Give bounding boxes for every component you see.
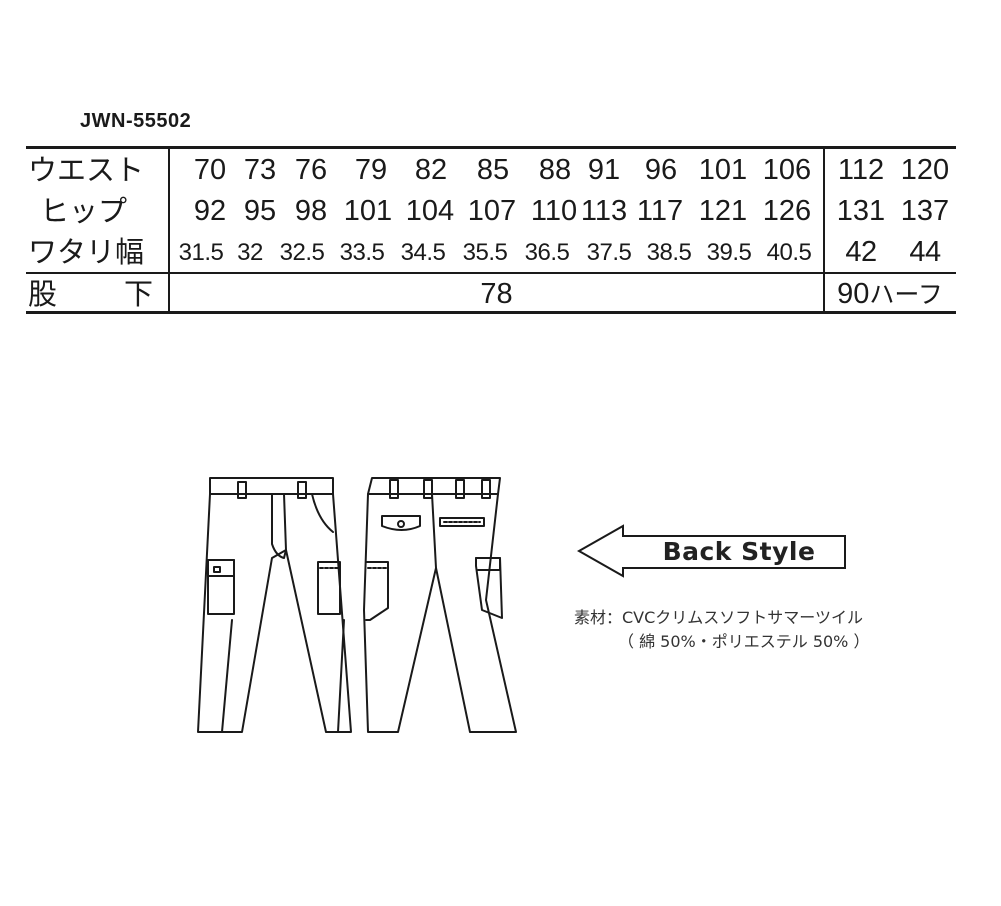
material-composition: （ 綿 50%・ポリエステル 50% ） xyxy=(618,632,870,651)
table-cell: 101 xyxy=(343,195,393,227)
table-cell: 79 xyxy=(354,154,388,186)
model-code: JWN-55502 xyxy=(80,110,192,132)
table-cell: 106 xyxy=(762,154,812,186)
inseam-extended-note: ハーフ xyxy=(869,280,943,309)
table-cell: 101 xyxy=(698,154,748,186)
table-cell: 92 xyxy=(193,195,227,227)
pants-front-icon xyxy=(197,477,352,733)
row-label-inseam-left: 股 xyxy=(28,277,58,311)
table-cell: 82 xyxy=(414,154,448,186)
row-label-hip: ヒップ xyxy=(40,194,128,228)
table-cell: 121 xyxy=(698,195,748,227)
table-cell: 112 xyxy=(837,154,885,186)
table-cell: 96 xyxy=(644,154,678,186)
table-row-hip: ヒップ 92 95 98 101 104 107 110 113 117 121… xyxy=(26,190,956,231)
row-label-inseam-right: 下 xyxy=(124,277,154,311)
row-label-inseam: 股 下 xyxy=(28,273,154,314)
pants-back-icon xyxy=(363,477,517,733)
material-line: 素材：CVCクリムスソフトサマーツイル xyxy=(574,608,863,627)
inseam-extended: 90ハーフ xyxy=(824,273,956,314)
table-extended-divider xyxy=(823,148,825,312)
table-cell: 31.5 xyxy=(178,239,224,266)
table-cell: 35.5 xyxy=(462,239,508,266)
table-cell: 33.5 xyxy=(339,239,385,266)
table-top-rule xyxy=(26,146,956,149)
row-label-waist: ウエスト xyxy=(28,153,145,187)
table-row-inseam: 股 下 78 90ハーフ xyxy=(26,273,956,314)
table-cell: 107 xyxy=(467,195,517,227)
table-cell: 85 xyxy=(476,154,510,186)
table-cell: 44 xyxy=(909,236,941,268)
pants-illustration xyxy=(197,477,517,733)
table-cell: 37.5 xyxy=(586,239,632,266)
table-cell: 117 xyxy=(636,195,684,227)
inseam-value: 78 xyxy=(480,278,513,310)
table-bottom-rule xyxy=(26,311,956,314)
table-cell: 110 xyxy=(530,195,578,227)
table-row-thigh-width: ワタリ幅 31.5 32 32.5 33.5 34.5 35.5 36.5 37… xyxy=(26,231,956,272)
table-label-divider xyxy=(168,148,170,312)
table-cell: 104 xyxy=(405,195,455,227)
table-cell: 40.5 xyxy=(766,239,812,266)
table-cell: 34.5 xyxy=(400,239,446,266)
table-cell: 91 xyxy=(587,154,621,186)
table-cell: 113 xyxy=(580,195,628,227)
inseam-extended-value: 90 xyxy=(837,278,870,310)
table-row-waist: ウエスト 70 73 76 79 82 85 88 91 96 101 106 … xyxy=(26,149,956,190)
row-label-thigh-width: ワタリ幅 xyxy=(28,235,145,269)
table-cell: 126 xyxy=(762,195,812,227)
arrow-left-icon xyxy=(576,524,846,578)
table-cell: 73 xyxy=(243,154,277,186)
table-row-divider xyxy=(26,272,956,274)
table-cell: 137 xyxy=(900,195,950,227)
table-cell: 38.5 xyxy=(646,239,692,266)
table-cell: 88 xyxy=(538,154,572,186)
table-cell: 32.5 xyxy=(279,239,325,266)
table-cell: 70 xyxy=(193,154,227,186)
table-cell: 98 xyxy=(294,195,328,227)
table-cell: 131 xyxy=(836,195,886,227)
table-cell: 42 xyxy=(845,236,877,268)
table-cell: 120 xyxy=(900,154,950,186)
table-cell: 95 xyxy=(243,195,277,227)
table-cell: 76 xyxy=(294,154,328,186)
table-cell: 36.5 xyxy=(524,239,570,266)
table-cell: 32 xyxy=(237,239,263,266)
table-cell: 39.5 xyxy=(706,239,752,266)
back-style-label: Back Style xyxy=(662,537,816,566)
